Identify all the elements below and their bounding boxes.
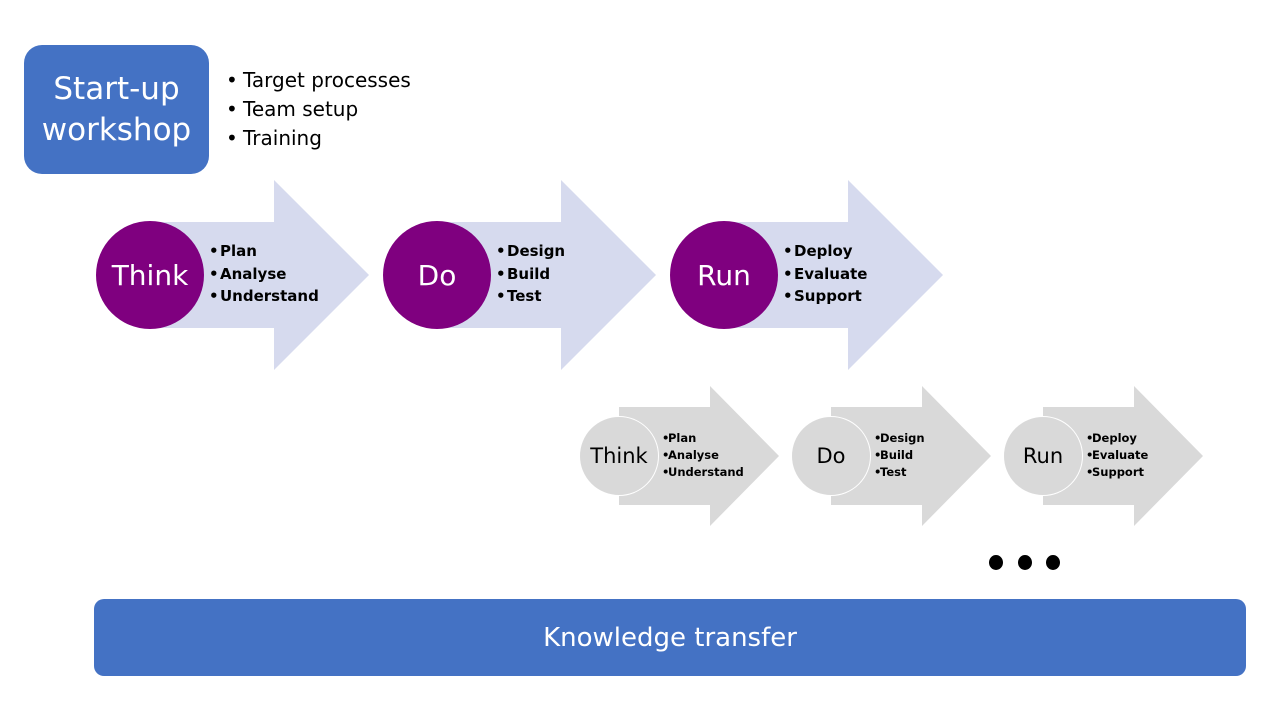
do-item: Design [496,240,565,263]
think-items-list-small: Plan Analyse Understand [662,430,744,481]
do-items-list: Design Build Test [496,240,565,308]
run-items-list: Deploy Evaluate Support [783,240,867,308]
run-item-small: Evaluate [1086,447,1148,464]
run-circle: Run [670,221,778,329]
do-items-list-small: Design Build Test [874,430,925,481]
think-item: Understand [209,285,319,308]
run-label-small: Run [1022,444,1064,468]
ellipsis-dot [1018,555,1032,570]
startup-item: Target processes [226,66,411,95]
think-label: Think [111,258,189,292]
think-circle-small: Think [579,416,659,496]
startup-item: Training [226,124,411,153]
run-circle-small: Run [1003,416,1083,496]
run-item: Evaluate [783,263,867,286]
do-item: Test [496,285,565,308]
think-items-list: Plan Analyse Understand [209,240,319,308]
do-item-small: Design [874,430,925,447]
run-item-small: Support [1086,464,1148,481]
startup-title-line1: Start-up [53,70,180,107]
think-item-small: Analyse [662,447,744,464]
do-circle: Do [383,221,491,329]
run-item: Support [783,285,867,308]
think-item: Plan [209,240,319,263]
knowledge-transfer-label: Knowledge transfer [543,622,797,653]
do-item: Build [496,263,565,286]
startup-title-line2: workshop [41,111,192,148]
run-items-list-small: Deploy Evaluate Support [1086,430,1148,481]
knowledge-transfer-bar: Knowledge transfer [94,599,1246,676]
think-label-small: Think [590,444,648,468]
startup-item: Team setup [226,95,411,124]
do-label-small: Do [816,444,846,468]
startup-items-list: Target processes Team setup Training [226,66,411,153]
do-label: Do [417,258,457,292]
run-item: Deploy [783,240,867,263]
run-label: Run [697,258,751,292]
do-item-small: Test [874,464,925,481]
think-item: Analyse [209,263,319,286]
do-item-small: Build [874,447,925,464]
startup-workshop-box: Start-up workshop [24,45,209,174]
run-item-small: Deploy [1086,430,1148,447]
do-circle-small: Do [791,416,871,496]
ellipsis-dot [1046,555,1060,570]
think-item-small: Understand [662,464,744,481]
ellipsis-dot [989,555,1003,570]
think-item-small: Plan [662,430,744,447]
think-circle: Think [96,221,204,329]
